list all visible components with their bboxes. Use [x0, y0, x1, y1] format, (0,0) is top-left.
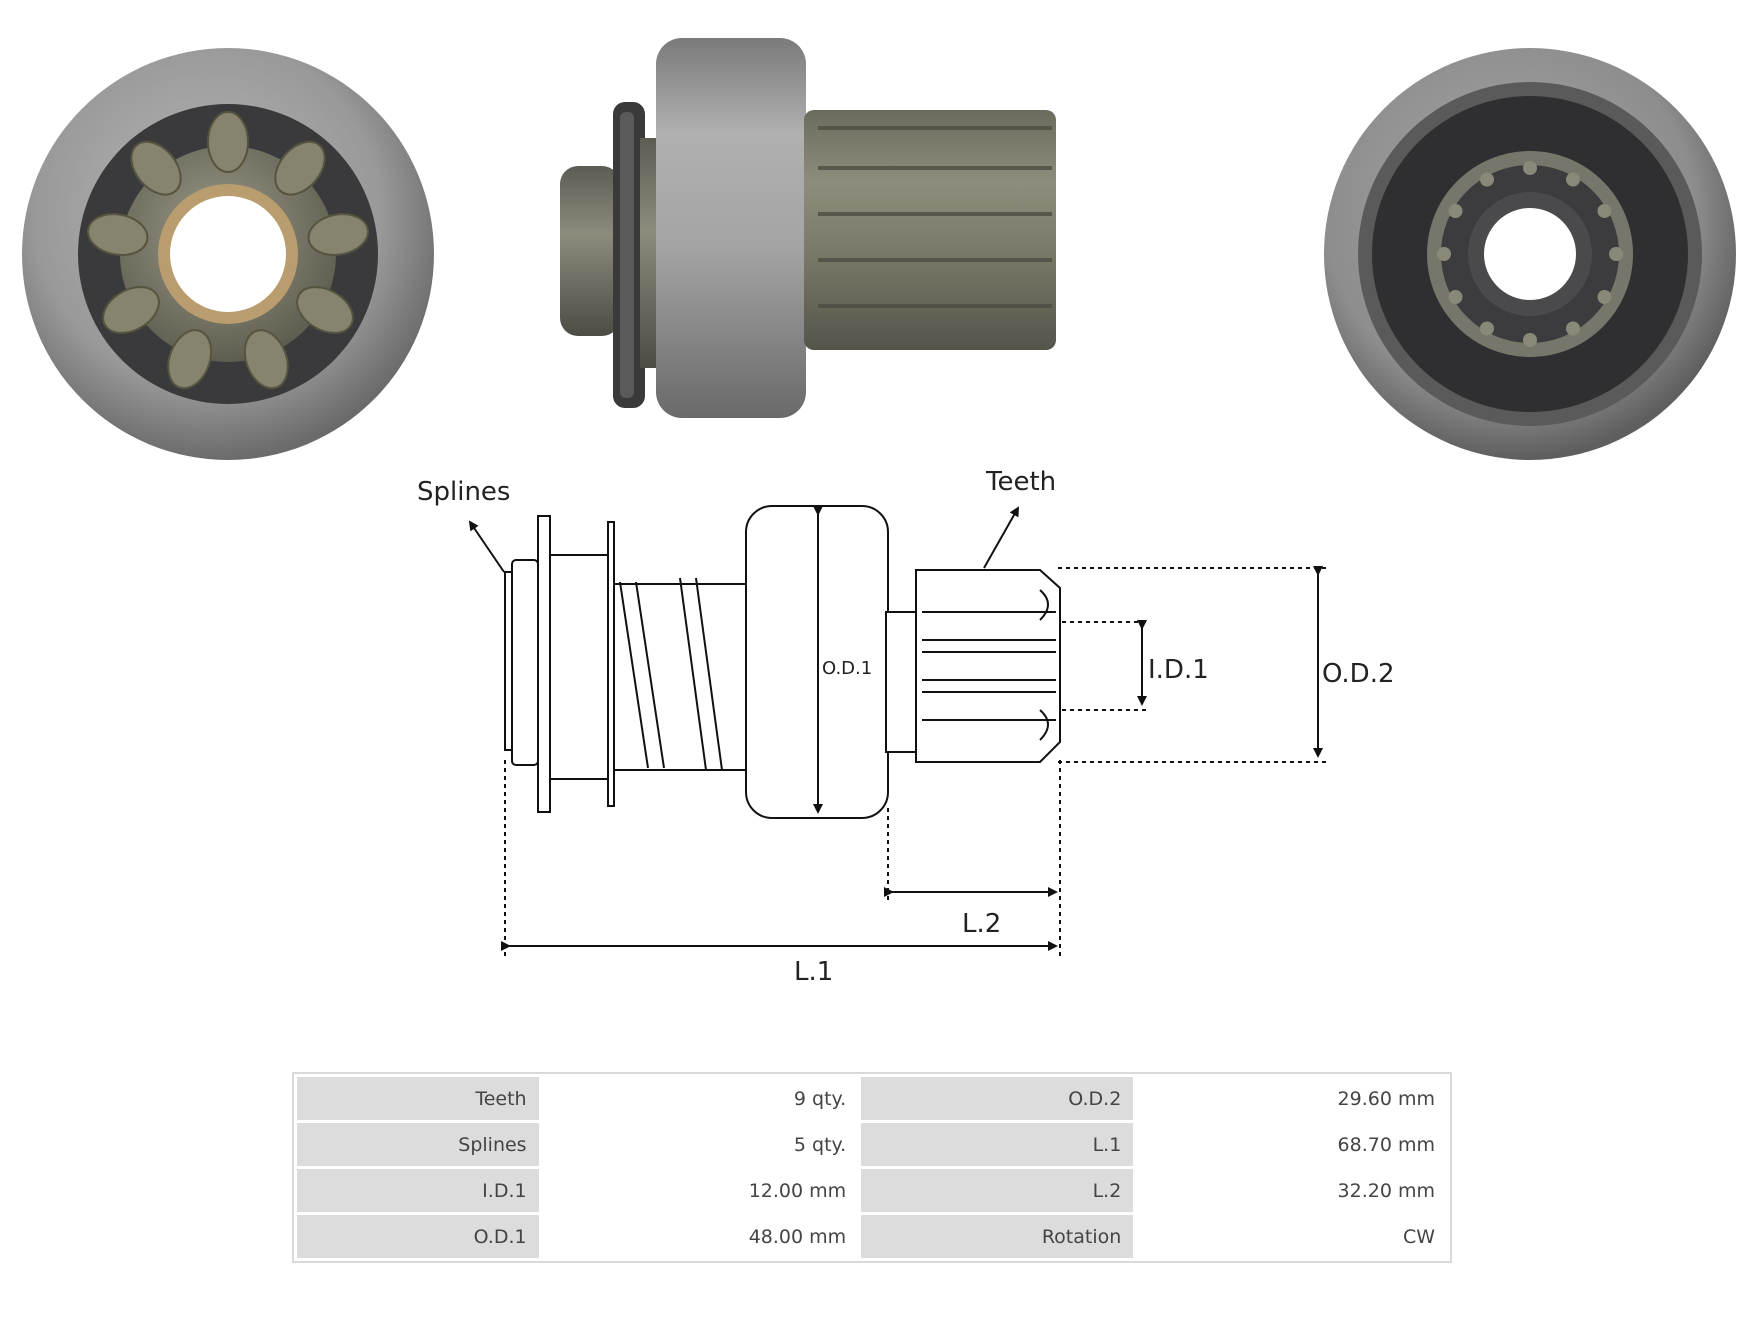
spec-value: 32.20 mm — [1136, 1169, 1447, 1212]
spline-notch — [1609, 247, 1623, 261]
spec-value: 48.00 mm — [541, 1215, 859, 1258]
spec-key: O.D.1 — [297, 1215, 539, 1258]
spline-notch — [1523, 161, 1537, 175]
spline-notch — [1566, 172, 1580, 187]
spline-notch — [1448, 204, 1463, 218]
spline-ring — [1427, 151, 1633, 357]
spline-notch — [1523, 333, 1537, 347]
spec-value: 68.70 mm — [1136, 1123, 1447, 1166]
spec-key: L.2 — [861, 1169, 1134, 1212]
gear-tooth — [207, 111, 249, 173]
spline-notch — [1597, 290, 1612, 304]
spline-notch — [1448, 290, 1463, 304]
spec-value: 5 qty. — [541, 1123, 859, 1166]
gear-tooth — [274, 140, 326, 196]
gear-tooth — [102, 286, 160, 334]
gear-tooth — [296, 286, 354, 334]
spec-key: Teeth — [297, 1077, 539, 1120]
technical-drawing: Splines Teeth O.D.1 I.D.1 O.D.2 L.2 L.1 — [417, 467, 1395, 987]
gear-tooth — [307, 213, 370, 256]
l2-label: L.2 — [962, 909, 1001, 939]
gear-tooth — [167, 329, 213, 390]
gear-tooth — [86, 213, 149, 256]
spec-key: L.1 — [861, 1123, 1134, 1166]
spec-value: CW — [1136, 1215, 1447, 1258]
gear-tooth — [130, 140, 182, 196]
rear-view-photo — [1324, 48, 1736, 460]
teeth-label: Teeth — [985, 467, 1056, 497]
pinion-gear-teeth — [86, 111, 370, 390]
table-row: O.D.1 48.00 mm Rotation CW — [297, 1215, 1447, 1258]
splines-label: Splines — [417, 477, 510, 507]
id1-label: I.D.1 — [1148, 655, 1209, 685]
spec-key: Splines — [297, 1123, 539, 1166]
front-view-photo — [22, 48, 434, 460]
table-row: Splines 5 qty. L.1 68.70 mm — [297, 1123, 1447, 1166]
od2-label: O.D.2 — [1322, 659, 1395, 689]
table-row: Teeth 9 qty. O.D.2 29.60 mm — [297, 1077, 1447, 1120]
spline-notch — [1566, 321, 1580, 336]
spec-value: 12.00 mm — [541, 1169, 859, 1212]
teeth-leader — [983, 506, 1019, 569]
od1-label: O.D.1 — [822, 658, 872, 679]
spline-notch — [1597, 204, 1612, 218]
spec-key: I.D.1 — [297, 1169, 539, 1212]
l1-label: L.1 — [794, 957, 833, 987]
spline-notch — [1480, 321, 1494, 336]
spec-key: O.D.2 — [861, 1077, 1134, 1120]
table-row: I.D.1 12.00 mm L.2 32.20 mm — [297, 1169, 1447, 1212]
spec-value: 29.60 mm — [1136, 1077, 1447, 1120]
spec-table: Teeth 9 qty. O.D.2 29.60 mm Splines 5 qt… — [292, 1072, 1452, 1263]
spline-notch — [1480, 172, 1494, 187]
splines-leader — [468, 520, 505, 573]
spec-value: 9 qty. — [541, 1077, 859, 1120]
gear-tooth — [243, 329, 289, 390]
spline-notch — [1437, 247, 1451, 261]
side-view-photo — [560, 38, 1056, 418]
spec-key: Rotation — [861, 1215, 1134, 1258]
